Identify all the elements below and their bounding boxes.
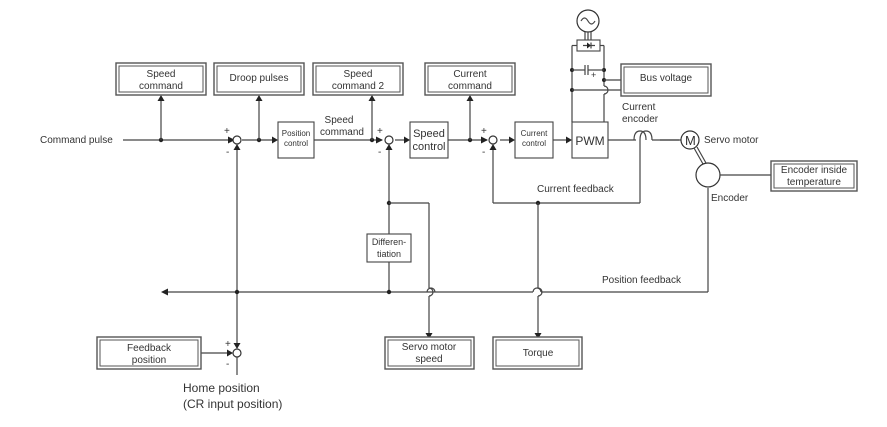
label-command-pulse: Command pulse (40, 135, 113, 146)
svg-text:temperature: temperature (787, 177, 841, 188)
block-pwm: PWM (571, 121, 609, 159)
svg-text:control: control (284, 139, 308, 148)
svg-text:Speed: Speed (344, 69, 373, 80)
label-home-position: Home position (183, 381, 260, 395)
label-speed-command: command (320, 127, 364, 138)
block-position-control: Position control (277, 121, 315, 159)
label-speed-command: Speed (325, 115, 354, 126)
svg-text:Speed: Speed (147, 69, 176, 80)
monitor-taps (157, 95, 474, 140)
svg-text:Differen-: Differen- (372, 237, 406, 247)
monitor-encoder-inside-temperature: Encoder inside temperature (770, 160, 858, 192)
svg-text:Torque: Torque (523, 348, 554, 359)
svg-text:+: + (591, 70, 596, 80)
summing-junctions (232, 135, 498, 358)
svg-text:Position: Position (282, 129, 310, 138)
servo-motor-icon (680, 130, 700, 150)
svg-text:-: - (226, 359, 229, 370)
svg-text:Speed: Speed (413, 128, 445, 140)
label-home-position: (CR input position) (183, 397, 282, 411)
svg-text:+: + (225, 339, 231, 350)
svg-text:-: - (482, 147, 485, 158)
svg-text:control: control (522, 139, 546, 148)
current-summing-junction (488, 135, 498, 145)
power-circuit: + (570, 9, 621, 122)
speed-summing-junction (384, 135, 394, 145)
label-servo-motor: Servo motor (704, 135, 759, 146)
monitor-servo-motor-speed: Servo motor speed (384, 336, 475, 370)
monitor-torque: Torque (492, 336, 583, 370)
svg-text:+: + (377, 126, 383, 137)
block-current-control: Current control (514, 121, 554, 159)
svg-text:speed: speed (415, 354, 442, 365)
svg-text:Servo motor: Servo motor (402, 342, 457, 353)
svg-text:Feedback: Feedback (127, 343, 172, 354)
svg-text:Current: Current (521, 129, 548, 138)
svg-text:-: - (226, 147, 229, 158)
label-position-feedback: Position feedback (602, 275, 682, 286)
monitor-feedback-position: Feedback position (96, 336, 202, 370)
svg-text:command: command (139, 81, 183, 92)
svg-text:Encoder inside: Encoder inside (781, 165, 848, 176)
svg-text:Bus voltage: Bus voltage (640, 73, 693, 84)
svg-text:position: position (132, 355, 166, 366)
svg-text:command: command (448, 81, 492, 92)
svg-text:-: - (378, 147, 381, 158)
sign-labels: + - + - + - + - (224, 126, 487, 370)
svg-text:control: control (412, 141, 445, 153)
svg-text:+: + (481, 126, 487, 137)
forward-arrows (228, 136, 572, 144)
motor-encoder: M (633, 130, 771, 188)
label-current-encoder: encoder (622, 114, 659, 125)
monitor-bus-voltage: Bus voltage (620, 63, 712, 97)
svg-text:+: + (224, 126, 230, 137)
label-current-feedback: Current feedback (537, 184, 615, 195)
monitor-speed-command-2: Speed command 2 (312, 62, 404, 96)
feedback-paths (161, 140, 709, 375)
current-encoder-icon (633, 130, 653, 141)
svg-text:tiation: tiation (377, 249, 401, 259)
label-encoder: Encoder (711, 193, 749, 204)
block-differentiation: Differen- tiation (366, 233, 412, 263)
position-summing-junction (232, 135, 242, 145)
svg-text:Droop pulses: Droop pulses (230, 73, 289, 84)
block-speed-control: Speed control (409, 121, 449, 159)
monitor-speed-command: Speed command (115, 62, 207, 96)
monitor-droop-pulses: Droop pulses (213, 62, 305, 96)
label-current-encoder: Current (622, 102, 656, 113)
home-summing-junction (232, 348, 242, 358)
svg-text:M: M (685, 133, 696, 148)
encoder-icon (695, 162, 721, 188)
svg-text:Current: Current (453, 69, 487, 80)
diagram-labels: Command pulse Speed command Current enco… (40, 102, 759, 411)
svg-text:PWM: PWM (575, 134, 604, 148)
monitor-current-command: Current command (424, 62, 516, 96)
svg-text:command 2: command 2 (332, 81, 385, 92)
